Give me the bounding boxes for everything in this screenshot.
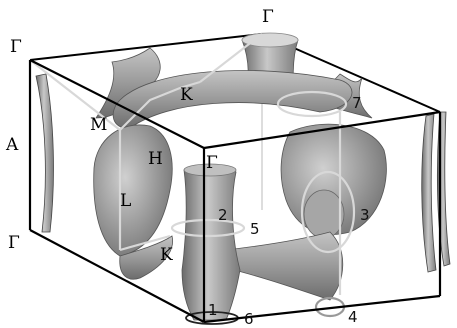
orbit-label-1: 1 [208,301,218,319]
label-l: L [120,191,131,211]
label-m: M [90,115,107,135]
orbit-3 [300,170,356,254]
orbit-label-6: 6 [244,310,254,328]
orbit-label-3: 3 [360,206,370,224]
brillouin-zone-front-edges [28,59,442,324]
right-sheet-front [421,113,437,273]
label-gamma-top-left: Γ [10,37,22,57]
high-symmetry-labels: Γ Γ A Γ M K H L K Γ [5,7,274,265]
fermi-surface [93,32,387,321]
right-cylinder-cap [303,189,345,239]
orbit-label-5: 5 [250,220,260,238]
lower-left-arm [119,235,173,280]
orbit-number-labels: 1 2 3 4 5 6 7 [208,94,370,328]
label-h: H [148,149,163,169]
orbit-label-4: 4 [348,308,358,326]
orbit-7 [276,90,348,118]
orbit-paths [29,33,356,318]
central-vertical-neck [181,168,241,321]
label-k-upper: K [180,85,193,105]
label-a: A [5,135,19,155]
lower-right-arm [225,231,344,301]
orbit-2-5 [170,218,246,238]
label-k-lower: K [160,245,173,265]
orbit-label-2: 2 [218,206,228,224]
label-gamma-center: Γ [206,153,218,173]
orbit-label-7: 7 [352,94,362,112]
left-cylinder [93,124,173,257]
label-gamma-top-right: Γ [262,7,274,27]
central-neck-top [183,163,237,177]
label-gamma-left-bottom: Γ [8,233,20,253]
left-sheet [35,73,54,233]
back-tube-top-rim [241,32,299,48]
